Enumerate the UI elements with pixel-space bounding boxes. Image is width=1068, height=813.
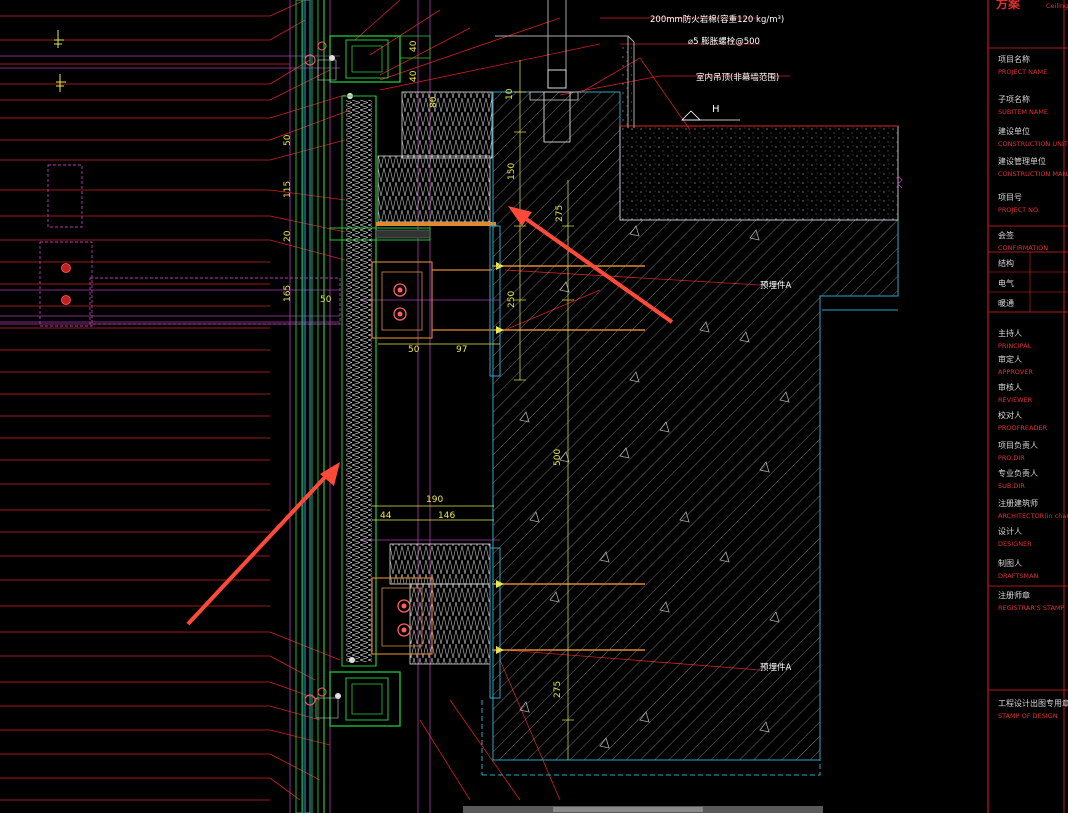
- fire-rockwool-top: [376, 91, 496, 226]
- arrow-to-insulation: [520, 214, 674, 324]
- spandrel-panel: [341, 95, 377, 667]
- arrow-to-spandrel: [186, 472, 330, 626]
- plate-outline-small: [39, 164, 341, 327]
- dim-165: 165: [283, 285, 293, 302]
- dim-115: 115: [283, 181, 293, 198]
- leader-lines-left: [0, 0, 351, 801]
- horizontal-scrollbar[interactable]: [463, 806, 823, 813]
- dim-50-mid: 50: [320, 295, 332, 305]
- note-anchor: ⌀5 膨胀螺栓@500: [688, 36, 760, 47]
- dim-275-bottom: 275: [553, 681, 563, 698]
- elevation-mark: H: [712, 104, 720, 115]
- aggregate-marks: [519, 225, 790, 749]
- bolts-left: [61, 263, 71, 305]
- title-block-logo: 方案: [996, 0, 1021, 11]
- annotation-notes: 200mm防火岩棉(容重120 kg/m³) ⌀5 膨胀螺栓@500 室内吊顶(…: [650, 14, 792, 673]
- dim-150: 150: [507, 163, 517, 180]
- note-embed-a-bottom: 预埋件A: [760, 662, 792, 673]
- dim-20: 20: [283, 230, 293, 242]
- transom-bottom: [304, 657, 401, 727]
- dim-250: 250: [507, 291, 517, 308]
- transom-top: [304, 35, 431, 99]
- dim-275-top: 275: [555, 205, 565, 222]
- dimension-texts: 40 40 10 80 50 115 20 165 50 150 275 250…: [283, 40, 565, 698]
- dim-44: 44: [380, 511, 392, 521]
- level-symbols-left: [54, 30, 66, 92]
- dim-146: 146: [438, 511, 455, 521]
- bracket-bottom: [371, 577, 433, 655]
- dim-80: 80: [429, 96, 439, 108]
- note-embed-a-top: 预埋件A: [760, 280, 792, 291]
- dim-40b: 40: [409, 70, 419, 82]
- dim-50-left: 50: [283, 134, 293, 146]
- scrollbar-thumb[interactable]: [553, 807, 703, 812]
- dim-190: 190: [426, 495, 443, 505]
- upper-slab: [619, 110, 903, 221]
- ceiling-hanger: [495, 0, 635, 143]
- note-insulation: 200mm防火岩棉(容重120 kg/m³): [650, 14, 784, 25]
- dim-97: 97: [456, 345, 467, 355]
- curtain-wall-mullion: [295, 0, 325, 813]
- note-ceiling: 室内吊顶(非幕墙范围): [696, 72, 779, 83]
- bracket-top: [371, 261, 492, 339]
- title-block: 方案 Ceiling: [987, 0, 1068, 813]
- dim-50-bottom: 50: [408, 345, 420, 355]
- dim-40a: 40: [409, 40, 419, 52]
- slab-band: [329, 227, 431, 241]
- title-block-sub: Ceiling: [1046, 2, 1068, 10]
- highlight-arrows: [186, 206, 674, 626]
- concrete-beam: [481, 91, 899, 776]
- fire-rockwool-bottom: [389, 543, 491, 665]
- dim-10: 10: [505, 88, 515, 100]
- dim-500: 500: [553, 449, 563, 466]
